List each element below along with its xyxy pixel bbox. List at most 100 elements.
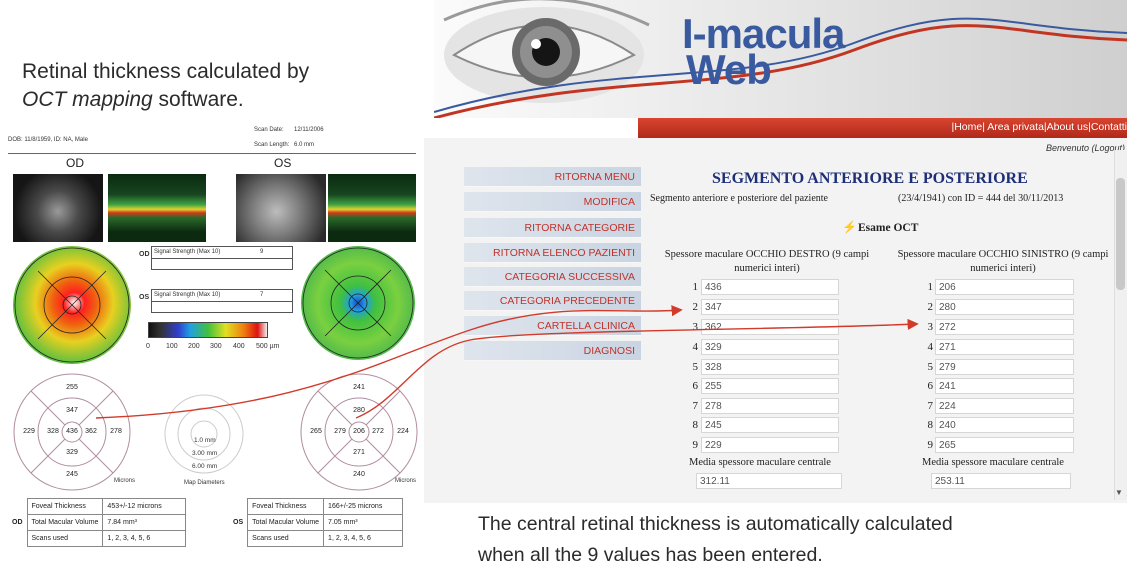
right-field-2[interactable]: 347: [701, 299, 839, 315]
left-field-4[interactable]: 271: [935, 339, 1074, 355]
caption-top-line1: Retinal thickness calculated by: [22, 60, 310, 83]
scale-tick-500: 500 µm: [256, 343, 280, 350]
left-field-8[interactable]: 240: [935, 417, 1074, 433]
left-field-5[interactable]: 279: [935, 359, 1074, 375]
left-field-number: 5: [927, 361, 934, 373]
os-inner-top: 280: [353, 407, 365, 414]
od-outer-bottom: 245: [66, 471, 78, 478]
os-signal-box: Signal Strength (Max 10) 7: [151, 289, 293, 313]
oct-report: DOB: 11/8/1959, ID: NA, Male Scan Date: …: [8, 122, 420, 554]
menu-categoria-precedente[interactable]: CATEGORIA PRECEDENTE: [464, 291, 641, 311]
od-label-volume: Total Macular Volume: [26, 514, 104, 531]
os-summary-spacer: [229, 499, 248, 515]
app-banner: I-macula Web: [434, 0, 1127, 118]
os-signal-rule: [152, 301, 292, 302]
right-field-5[interactable]: 328: [701, 359, 839, 375]
left-field-3[interactable]: 272: [935, 319, 1074, 335]
map-diameter-circles: [164, 394, 244, 474]
od-signal-rule: [152, 258, 292, 259]
left-field-6[interactable]: 241: [935, 378, 1074, 394]
left-field-number: 1: [927, 281, 934, 293]
os-signal-eye: OS: [139, 294, 150, 301]
left-field-number: 3: [927, 321, 934, 333]
os-signal-label: Signal Strength (Max 10): [154, 292, 221, 298]
nav-home-link[interactable]: |Home|: [951, 121, 985, 133]
os-bscan-image: [328, 174, 416, 242]
os-inner-bottom: 271: [353, 449, 365, 456]
os-summary-eye: OS: [233, 519, 244, 526]
left-field-1[interactable]: 206: [935, 279, 1074, 295]
left-field-number: 8: [927, 419, 934, 431]
menu-cartella-clinica[interactable]: CARTELLA CLINICA: [464, 316, 641, 336]
od-signal-eye: OD: [139, 251, 150, 258]
right-field-4[interactable]: 329: [701, 339, 839, 355]
right-mean-label: Media spessore maculare centrale: [689, 457, 831, 468]
left-field-number: 2: [927, 301, 934, 313]
page-title: SEGMENTO ANTERIORE E POSTERIORE: [712, 170, 1028, 187]
scan-date: 12/11/2006: [294, 127, 324, 133]
nav-about-link[interactable]: |About us|: [1043, 121, 1091, 133]
left-field-number: 7: [927, 400, 934, 412]
right-field-number: 8: [692, 419, 699, 431]
od-signal-value: 9: [260, 249, 264, 255]
menu-categoria-successiva[interactable]: CATEGORIA SUCCESSIVA: [464, 267, 641, 287]
right-field-6[interactable]: 255: [701, 378, 839, 394]
caption-bottom: The central retinal thickness is automat…: [478, 509, 1118, 571]
caption-top-line2: OCT mapping software.: [22, 86, 402, 114]
logo-line2: Web: [686, 46, 772, 93]
left-field-number: 4: [927, 341, 934, 353]
od-label-foveal: Foveal Thickness: [26, 498, 104, 515]
right-mean-field[interactable]: 312.11: [696, 473, 842, 489]
caption-top: Retinal thickness calculated by OCT mapp…: [22, 58, 402, 114]
left-mean-field[interactable]: 253.11: [931, 473, 1071, 489]
os-label-scans: Scans used: [247, 530, 325, 547]
scroll-down-icon[interactable]: ▼: [1115, 488, 1123, 497]
os-label-foveal: Foveal Thickness: [247, 498, 325, 515]
right-field-7[interactable]: 278: [701, 398, 839, 414]
scrollbar-thumb[interactable]: [1116, 178, 1125, 290]
os-foveal-value: 166+/-25 microns: [323, 498, 404, 515]
menu-ritorna-elenco-pazienti[interactable]: RITORNA ELENCO PAZIENTI: [464, 243, 641, 263]
menu-diagnosi[interactable]: DIAGNOSI: [464, 341, 641, 361]
os-outer-bottom: 240: [353, 471, 365, 478]
caption-top-italic: OCT mapping: [22, 88, 153, 111]
left-mean-label: Media spessore maculare centrale: [922, 457, 1064, 468]
menu-modifica[interactable]: MODIFICA: [464, 192, 641, 212]
nav-contatti-link[interactable]: Contatti: [1090, 121, 1127, 133]
os-title: OS: [274, 156, 292, 170]
od-fundus-image: [13, 174, 103, 242]
os-outer-right: 224: [397, 428, 409, 435]
menu-ritorna-menu[interactable]: RITORNA MENU: [464, 167, 641, 187]
logo-line1: I-macula: [682, 10, 845, 57]
od-summary-eye: OD: [12, 519, 23, 526]
left-field-9[interactable]: 265: [935, 437, 1074, 453]
scan-length-label: Scan Length:: [254, 142, 290, 148]
left-field-2[interactable]: 280: [935, 299, 1074, 315]
os-thickness-map: [301, 246, 415, 360]
scale-tick-0: 0: [146, 343, 150, 350]
left-field-number: 9: [927, 439, 934, 451]
right-field-9[interactable]: 229: [701, 437, 839, 453]
left-field-7[interactable]: 224: [935, 398, 1074, 414]
right-field-3[interactable]: 362: [701, 319, 839, 335]
exam-label: Esame OCT: [858, 222, 919, 234]
right-field-8[interactable]: 245: [701, 417, 839, 433]
header-divider: [8, 153, 416, 154]
os-label-volume: Total Macular Volume: [247, 514, 325, 531]
od-foveal-value: 453+/-12 microns: [102, 498, 187, 515]
menu-ritorna-categorie[interactable]: RITORNA CATEGORIE: [464, 218, 641, 238]
nav-area-privata-link[interactable]: Area privata: [984, 121, 1044, 133]
od-volume-value: 7.84 mm³: [102, 514, 187, 531]
right-field-1[interactable]: 436: [701, 279, 839, 295]
od-scans-value: 1, 2, 3, 4, 5, 6: [102, 530, 187, 547]
right-field-number: 6: [692, 380, 699, 392]
od-outer-top: 255: [66, 384, 78, 391]
welcome-logout[interactable]: Benvenuto (Logout): [1045, 143, 1125, 153]
